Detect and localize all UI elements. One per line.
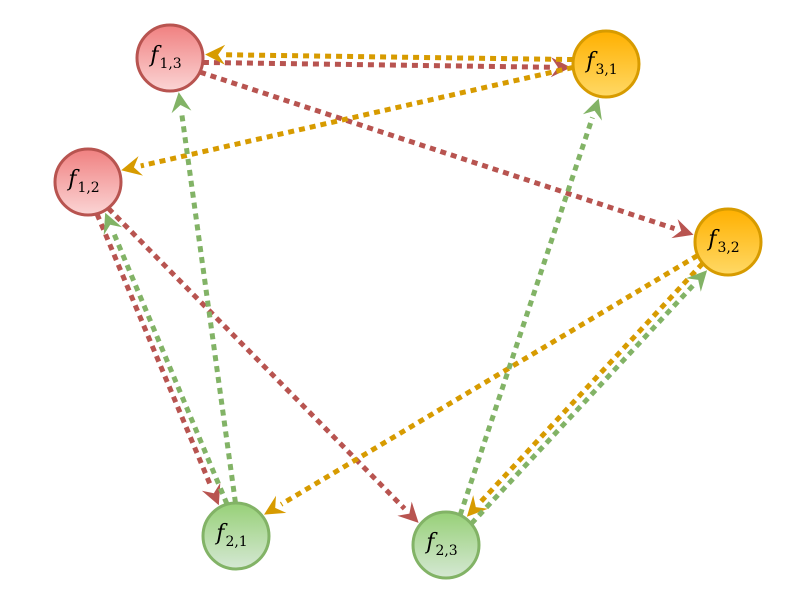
arrowhead-icon (466, 495, 488, 517)
arrowhead-icon (205, 44, 226, 65)
node-f32: f3,2 (693, 207, 763, 277)
node-f12: f1,2 (53, 147, 123, 217)
edge-f12-to-f21 (94, 213, 221, 506)
arrowhead-icon (264, 495, 287, 515)
edge-f32-to-f21 (264, 253, 699, 515)
edge-line (279, 253, 699, 507)
edge-line (94, 213, 214, 488)
arrowhead-icon (686, 270, 708, 292)
edges-layer (94, 44, 708, 526)
edge-line (457, 116, 595, 516)
node-circle (411, 510, 481, 580)
node-f31: f3,1 (571, 29, 641, 99)
node-label-subscript: 1,2 (77, 180, 99, 196)
edge-line (225, 52, 574, 63)
edge-f31-to-f12 (121, 64, 574, 176)
edge-line (478, 261, 705, 504)
arrowhead-icon (171, 92, 192, 114)
node-label-subscript: 2,3 (435, 543, 457, 559)
edge-line (106, 206, 407, 511)
arrowhead-icon (582, 98, 602, 121)
arrowhead-icon (671, 219, 694, 239)
edge-f23-to-f31 (457, 98, 602, 516)
edge-f13-to-f32 (199, 69, 694, 239)
edge-line (469, 283, 696, 526)
node-label-subscript: 3,2 (717, 240, 739, 256)
edge-f21-to-f13 (171, 92, 238, 504)
edge-f13-to-f31 (202, 57, 571, 78)
edge-line (110, 230, 230, 505)
node-label-subscript: 2,1 (225, 534, 247, 550)
arrowhead-icon (550, 57, 571, 78)
arrowhead-icon (397, 501, 419, 523)
node-label-subscript: 3,1 (595, 62, 617, 78)
edge-line (140, 64, 574, 169)
node-circle (135, 23, 205, 93)
node-circle (201, 501, 271, 571)
edge-line (202, 59, 551, 70)
node-circle (571, 29, 641, 99)
node-f23: f2,3 (411, 510, 481, 580)
edge-f23-to-f32 (469, 270, 708, 526)
edge-f12-to-f23 (106, 206, 419, 523)
edge-f31-to-f13 (205, 44, 574, 65)
node-circle (53, 147, 123, 217)
node-label-subscript: 1,3 (159, 56, 181, 72)
arrowhead-icon (201, 482, 221, 506)
nodes-layer: f1,3f1,2 f3,1 f3,2 f2,1 f2,3 (53, 23, 763, 580)
edge-f21-to-f12 (103, 212, 230, 505)
edge-line (179, 111, 238, 504)
node-circle (693, 207, 763, 277)
arrowhead-icon (121, 156, 143, 176)
node-f21: f2,1 (201, 501, 271, 571)
edge-f32-to-f23 (466, 261, 705, 517)
node-f13: f1,3 (135, 23, 205, 93)
arrowhead-icon (103, 212, 123, 236)
